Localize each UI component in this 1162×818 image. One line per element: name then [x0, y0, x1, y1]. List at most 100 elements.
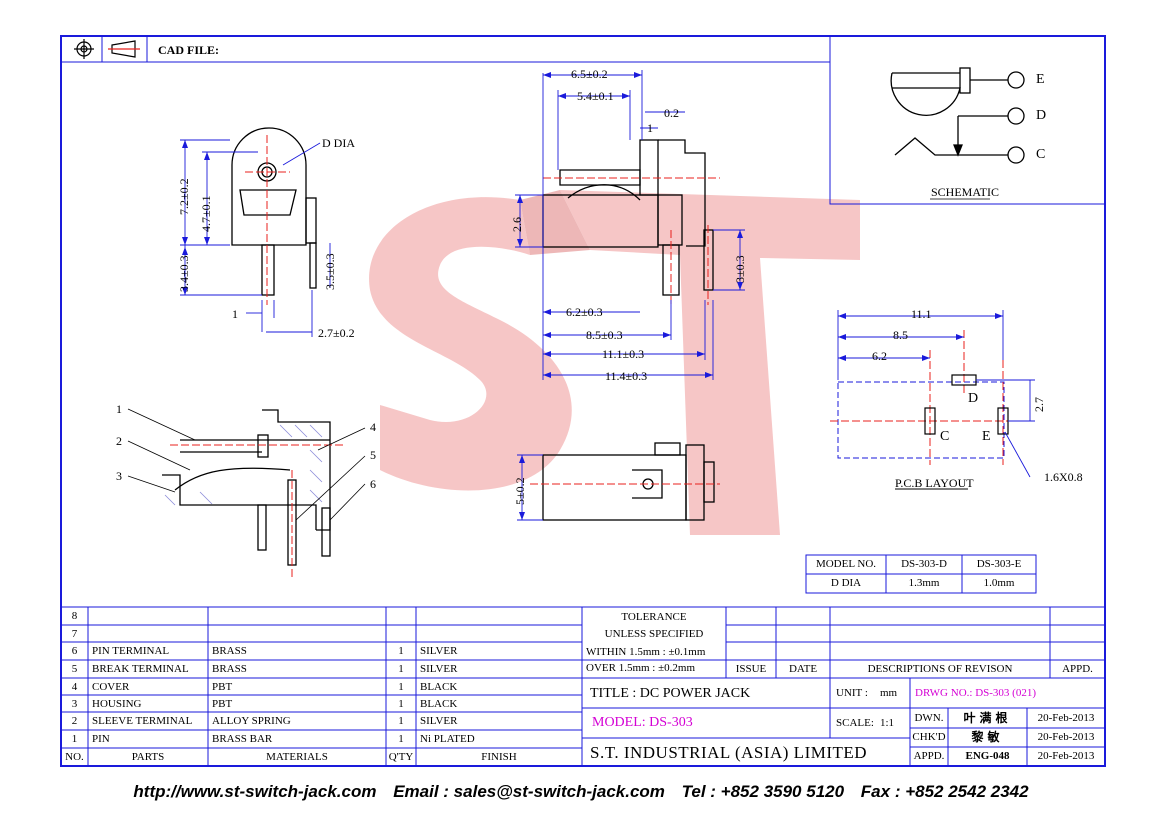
parts-cell-material: BRASS BAR — [212, 733, 273, 745]
parts-cell-finish: SILVER — [420, 663, 458, 675]
model-table-h2: DS-303-D — [901, 558, 947, 570]
dim-3-5: 3.5±0.3 — [323, 253, 337, 290]
dim-5: 5±0.2 — [513, 477, 527, 505]
parts-cell-finish: BLACK — [420, 681, 458, 693]
parts-cell-no: 5 — [71, 663, 78, 675]
parts-cell-material: BRASS — [212, 645, 247, 657]
pcb-layout-diagram — [830, 310, 1035, 490]
chkd-name: 黎敏 — [971, 730, 1004, 744]
model-table-h3: DS-303-E — [976, 558, 1022, 570]
revision-issue: ISSUE — [735, 663, 767, 675]
model-table-r3: 1.0mm — [983, 577, 1015, 589]
parts-cell-material: BRASS — [212, 663, 247, 675]
dim-11-1: 11.1±0.3 — [602, 347, 645, 361]
chkd-date: 20-Feb-2013 — [1037, 731, 1095, 743]
website-link[interactable]: http://www.st-switch-jack.com — [133, 782, 377, 801]
dim-3: 3±0.3 — [733, 255, 747, 283]
chkd-label: CHK'D — [912, 731, 946, 743]
parts-header-finish: FINISH — [481, 751, 517, 763]
parts-header-qty: Q'TY — [388, 751, 414, 763]
parts-cell-part: COVER — [92, 681, 130, 693]
pcb-dim-2-7: 2.7 — [1032, 397, 1046, 412]
appd-label: APPD. — [913, 750, 945, 762]
callout-5: 5 — [370, 448, 376, 462]
dim-2-6: 2.6 — [510, 217, 524, 232]
pcb-dim-11-1: 11.1 — [911, 307, 932, 321]
revision-date: DATE — [788, 663, 818, 675]
dim-7-2: 7.2±0.2 — [177, 178, 191, 215]
parts-cell-part: PIN — [92, 733, 110, 745]
pcb-dim-6-2: 6.2 — [872, 349, 887, 363]
model-table-r1: D DIA — [830, 577, 862, 589]
fax-text: Fax : +852 2542 2342 — [860, 782, 1029, 801]
watermark-logo — [369, 190, 860, 535]
dim-0-2: 0.2 — [664, 106, 679, 120]
phone-text: Tel : +852 3590 5120 — [681, 782, 845, 801]
dim-5-4: 5.4±0.1 — [577, 89, 614, 103]
parts-cell-finish: SILVER — [420, 645, 458, 657]
parts-cell-no: 7 — [71, 628, 78, 640]
unit-value: mm — [880, 687, 898, 699]
appd-name: ENG-048 — [965, 750, 1010, 762]
parts-cell-part: PIN TERMINAL — [92, 645, 170, 657]
pcb-hole-size: 1.6X0.8 — [1044, 470, 1083, 484]
scale-label: SCALE: — [836, 717, 874, 729]
dim-4-7: 4.7±0.1 — [199, 195, 213, 232]
pcb-pad-d: D — [968, 391, 979, 406]
bottom-view — [542, 442, 715, 521]
email-link[interactable]: Email : sales@st-switch-jack.com — [393, 782, 665, 801]
side-view — [542, 139, 714, 296]
model-table-r2: 1.3mm — [908, 577, 940, 589]
parts-cell-qty: 1 — [398, 663, 404, 675]
parts-cell-qty: 1 — [398, 715, 404, 727]
company-name: S.T. INDUSTRIAL (ASIA) LIMITED — [590, 743, 868, 762]
pcb-title: P.C.B LAYOUT — [895, 476, 974, 490]
tolerance-title: TOLERANCE — [621, 611, 687, 623]
parts-header-no: NO. — [65, 751, 84, 763]
parts-cell-material: ALLOY SPRING — [212, 715, 291, 727]
dwn-date: 20-Feb-2013 — [1037, 712, 1095, 724]
parts-cell-qty: 1 — [398, 645, 404, 657]
pcb-pad-e: E — [982, 429, 991, 444]
tolerance-within: WITHIN 1.5mm : ±0.1mm — [586, 646, 706, 658]
dim-1-top: 1 — [647, 121, 653, 135]
pcb-pad-c: C — [940, 429, 950, 444]
dwn-name: 叶满根 — [963, 711, 1012, 725]
schematic-title: SCHEMATIC — [931, 185, 1000, 199]
drawing-number: DRWG NO.: DS-303 (021) — [915, 687, 1036, 699]
dim-11-4: 11.4±0.3 — [605, 369, 648, 383]
schematic-e: E — [1036, 72, 1045, 87]
parts-cell-no: 4 — [71, 681, 78, 693]
parts-cell-part: BREAK TERMINAL — [92, 663, 189, 675]
parts-cell-no: 1 — [71, 733, 78, 745]
callout-1: 1 — [116, 402, 122, 416]
callout-6: 6 — [370, 477, 376, 491]
scale-value: 1:1 — [880, 717, 895, 729]
parts-cell-no: 6 — [71, 645, 78, 657]
parts-cell-qty: 1 — [398, 698, 404, 710]
dim-d-dia: D DIA — [322, 136, 355, 150]
parts-cell-part: SLEEVE TERMINAL — [92, 715, 193, 727]
schematic-c: C — [1036, 147, 1046, 162]
appd-date: 20-Feb-2013 — [1037, 750, 1095, 762]
dim-1-left: 1 — [232, 307, 238, 321]
revision-descriptions: DESCRIPTIONS OF REVISON — [867, 663, 1013, 675]
dwn-label: DWN. — [914, 712, 944, 724]
pcb-dim-8-5: 8.5 — [893, 328, 908, 342]
unit-label: UNIT : — [836, 687, 868, 699]
parts-cell-finish: Ni PLATED — [420, 733, 475, 745]
parts-cell-no: 3 — [71, 698, 78, 710]
callout-2: 2 — [116, 434, 122, 448]
revision-appd: APPD. — [1062, 663, 1093, 675]
parts-cell-no: 8 — [71, 610, 78, 622]
parts-cell-qty: 1 — [398, 681, 404, 693]
section-view — [162, 409, 331, 566]
model-table-h1: MODEL NO. — [815, 558, 877, 570]
parts-cell-material: PBT — [212, 698, 233, 710]
callout-4: 4 — [370, 420, 376, 434]
parts-header-parts: PARTS — [131, 751, 165, 763]
schematic-diagram — [890, 67, 1025, 200]
tolerance-over: OVER 1.5mm : ±0.2mm — [586, 662, 696, 674]
cad-file-label: CAD FILE: — [158, 43, 220, 57]
